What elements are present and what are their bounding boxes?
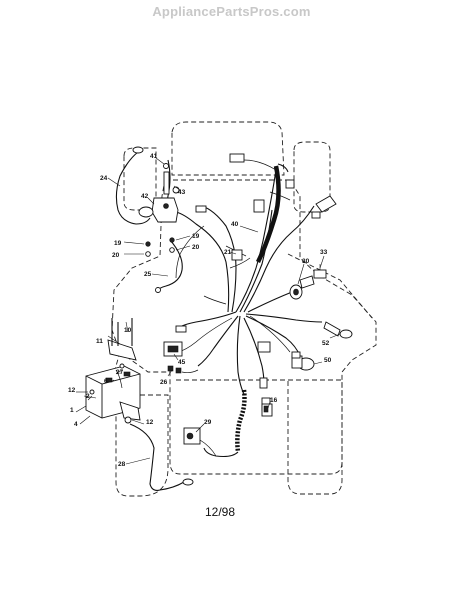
connectors-26 bbox=[167, 365, 199, 374]
callout-43: 43 bbox=[178, 189, 186, 196]
callout-27: 27 bbox=[116, 369, 124, 376]
callout-19-right: 19 bbox=[192, 233, 200, 240]
callout-25: 25 bbox=[144, 271, 152, 278]
callout-21: 21 bbox=[224, 249, 232, 256]
callout-2: 2 bbox=[86, 393, 90, 400]
callout-45: 45 bbox=[178, 359, 186, 366]
date-code: 12/98 bbox=[204, 505, 236, 519]
callout-42: 42 bbox=[141, 193, 149, 200]
callout-4: 4 bbox=[74, 421, 78, 428]
connector-45 bbox=[163, 325, 187, 357]
callout-labels: 41 43 42 24 19 20 19 20 25 40 21 30 33 1… bbox=[68, 153, 332, 468]
callout-40: 40 bbox=[231, 221, 239, 228]
battery-assembly bbox=[83, 318, 141, 421]
callout-12-right: 12 bbox=[146, 419, 154, 426]
callout-leaders bbox=[75, 157, 341, 465]
callout-50: 50 bbox=[324, 357, 332, 364]
callout-52: 52 bbox=[322, 340, 330, 347]
wire-harness bbox=[175, 159, 323, 395]
callout-10: 10 bbox=[124, 327, 132, 334]
chassis-outline bbox=[111, 121, 377, 497]
callout-28: 28 bbox=[118, 461, 126, 468]
ignition-switch-42 bbox=[138, 163, 180, 223]
harness-branch-25 bbox=[145, 237, 183, 293]
solenoid-30 bbox=[289, 275, 315, 300]
watermark-text: AppliancePartsPros.com bbox=[152, 4, 311, 19]
connectors-top bbox=[195, 153, 337, 261]
callout-12-left: 12 bbox=[68, 387, 76, 394]
callout-24: 24 bbox=[100, 175, 108, 182]
callout-6: 6 bbox=[104, 378, 108, 385]
callout-1: 1 bbox=[70, 407, 74, 414]
callout-20-left: 20 bbox=[112, 252, 120, 259]
seat-switch-29 bbox=[183, 427, 217, 457]
switch-33 bbox=[313, 264, 327, 279]
headlight-52 bbox=[323, 321, 353, 339]
connectors-center bbox=[257, 341, 301, 411]
coiled-harness-40 bbox=[255, 163, 289, 264]
callout-33: 33 bbox=[320, 249, 328, 256]
callout-26: 26 bbox=[160, 379, 168, 386]
callout-41: 41 bbox=[150, 153, 158, 160]
callout-20-right: 20 bbox=[192, 244, 200, 251]
callout-16: 16 bbox=[270, 397, 278, 404]
callout-30: 30 bbox=[302, 258, 310, 265]
callout-19-left: 19 bbox=[114, 240, 122, 247]
ground-cable-28 bbox=[124, 416, 194, 491]
callout-29: 29 bbox=[204, 419, 212, 426]
callout-11: 11 bbox=[96, 338, 103, 345]
switch-16 bbox=[261, 403, 273, 417]
